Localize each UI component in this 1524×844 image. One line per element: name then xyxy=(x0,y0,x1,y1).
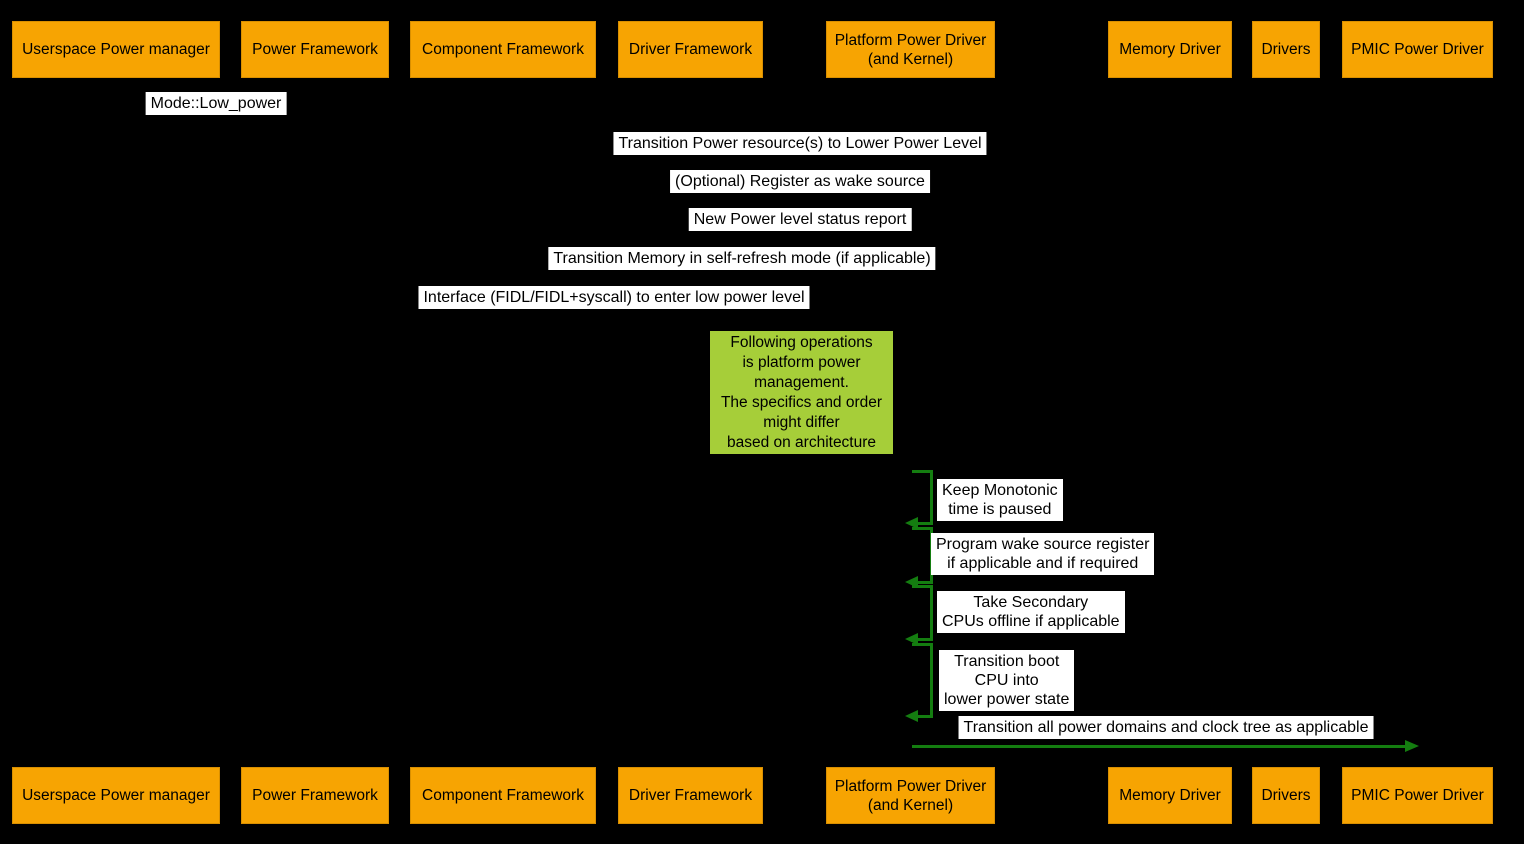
lifeline-component-framework xyxy=(502,78,503,767)
participant-bottom-userspace-power-manager: Userspace Power manager xyxy=(12,767,220,824)
participant-top-component-framework: Component Framework xyxy=(410,21,596,78)
self-message-line xyxy=(917,581,933,584)
lifeline-drivers xyxy=(1286,78,1287,767)
participant-bottom-driver-framework: Driver Framework xyxy=(618,767,763,824)
self-message-line xyxy=(917,522,933,525)
message-label: Transition Memory in self-refresh mode (… xyxy=(548,247,936,270)
message-label: Interface (FIDL/FIDL+syscall) to enter l… xyxy=(418,286,810,309)
message-label: (Optional) Register as wake source xyxy=(670,170,930,193)
participant-bottom-platform-power-driver: Platform Power Driver (and Kernel) xyxy=(826,767,995,824)
self-message-line xyxy=(930,643,933,718)
self-message-line xyxy=(912,470,933,473)
participant-bottom-component-framework: Component Framework xyxy=(410,767,596,824)
final-message-label: Transition all power domains and clock t… xyxy=(958,716,1374,739)
participant-top-pmic-power-driver: PMIC Power Driver xyxy=(1342,21,1493,78)
self-message-line xyxy=(930,585,933,641)
participant-bottom-power-framework: Power Framework xyxy=(241,767,389,824)
arrowhead-left-icon xyxy=(905,633,918,645)
participant-top-power-framework: Power Framework xyxy=(241,21,389,78)
lifeline-driver-framework xyxy=(690,78,691,767)
lifeline-platform-power-driver xyxy=(910,78,911,767)
participant-bottom-memory-driver: Memory Driver xyxy=(1108,767,1232,824)
self-message-line xyxy=(912,643,933,646)
lifeline-userspace-power-manager xyxy=(115,78,116,767)
participant-top-drivers: Drivers xyxy=(1252,21,1320,78)
message-label: Transition Power resource(s) to Lower Po… xyxy=(613,132,987,155)
participant-top-platform-power-driver: Platform Power Driver (and Kernel) xyxy=(826,21,995,78)
arrowhead-right-icon xyxy=(1405,740,1419,752)
participant-top-userspace-power-manager: Userspace Power manager xyxy=(12,21,220,78)
self-message-label: Take Secondary CPUs offline if applicabl… xyxy=(937,591,1125,633)
self-message-label: Program wake source register if applicab… xyxy=(931,533,1155,575)
message-arrow xyxy=(912,745,1406,748)
self-message-line xyxy=(912,585,933,588)
lifeline-memory-driver xyxy=(1169,78,1170,767)
message-label: Mode::Low_power xyxy=(145,92,287,115)
participant-top-memory-driver: Memory Driver xyxy=(1108,21,1232,78)
lifeline-power-framework xyxy=(315,78,316,767)
self-message-label: Transition boot CPU into lower power sta… xyxy=(939,650,1075,711)
self-message-line xyxy=(917,638,933,641)
arrowhead-left-icon xyxy=(905,517,918,529)
self-message-line xyxy=(912,527,933,530)
participant-bottom-pmic-power-driver: PMIC Power Driver xyxy=(1342,767,1493,824)
participant-top-driver-framework: Driver Framework xyxy=(618,21,763,78)
lifeline-pmic-power-driver xyxy=(1417,78,1418,767)
self-message-line xyxy=(917,715,933,718)
self-message-line xyxy=(930,470,933,525)
self-message-label: Keep Monotonic time is paused xyxy=(937,479,1063,521)
participant-bottom-drivers: Drivers xyxy=(1252,767,1320,824)
note-box: Following operations is platform power m… xyxy=(710,331,893,454)
message-label: New Power level status report xyxy=(688,208,912,231)
arrowhead-left-icon xyxy=(905,710,918,722)
